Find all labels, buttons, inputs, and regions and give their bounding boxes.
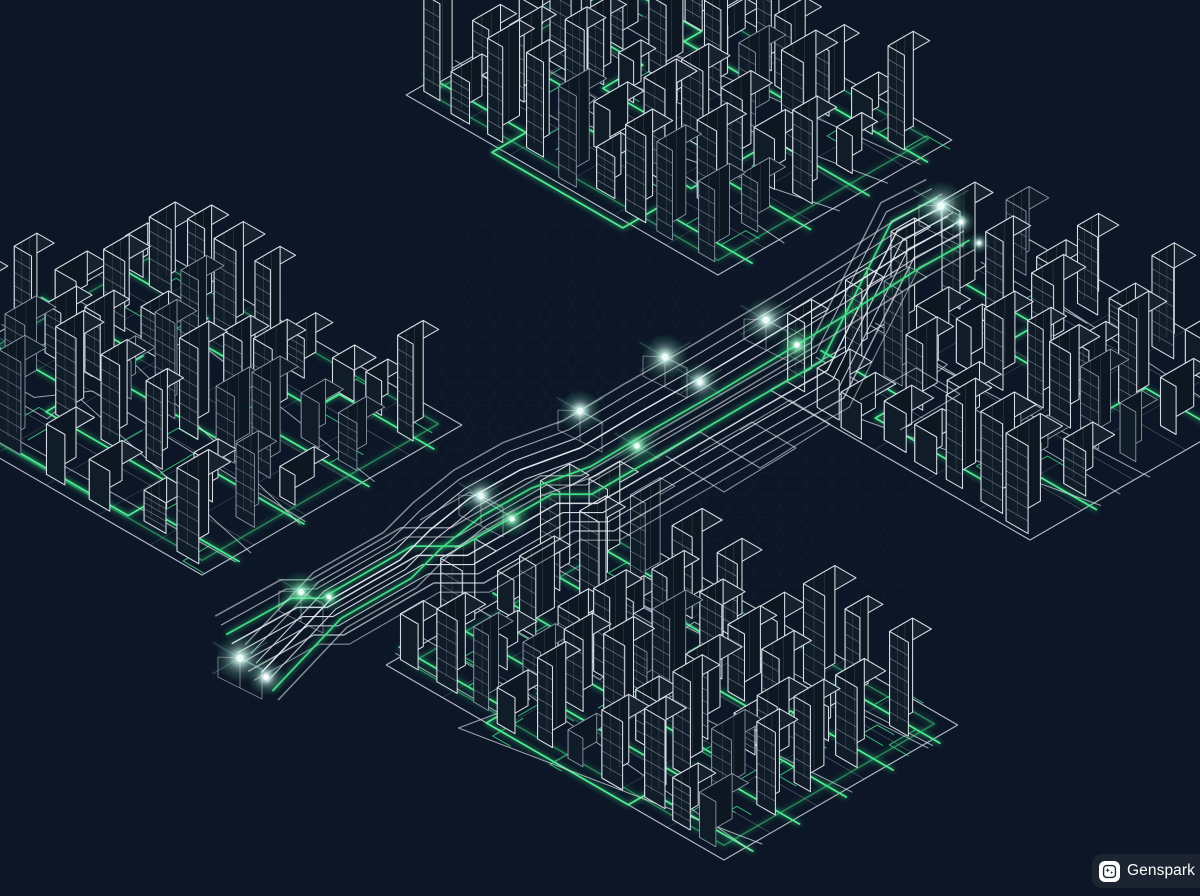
platform-south-hall bbox=[385, 460, 959, 861]
genspark-brand-label: Genspark bbox=[1127, 862, 1195, 879]
platform-east-hall bbox=[769, 181, 1200, 541]
genspark-watermark: Genspark bbox=[1092, 854, 1200, 888]
platform-west-hall bbox=[0, 201, 463, 576]
glow-node-layer bbox=[206, 180, 990, 697]
platform-north-hall bbox=[405, 0, 953, 276]
genspark-sparkle-icon bbox=[1099, 860, 1120, 882]
